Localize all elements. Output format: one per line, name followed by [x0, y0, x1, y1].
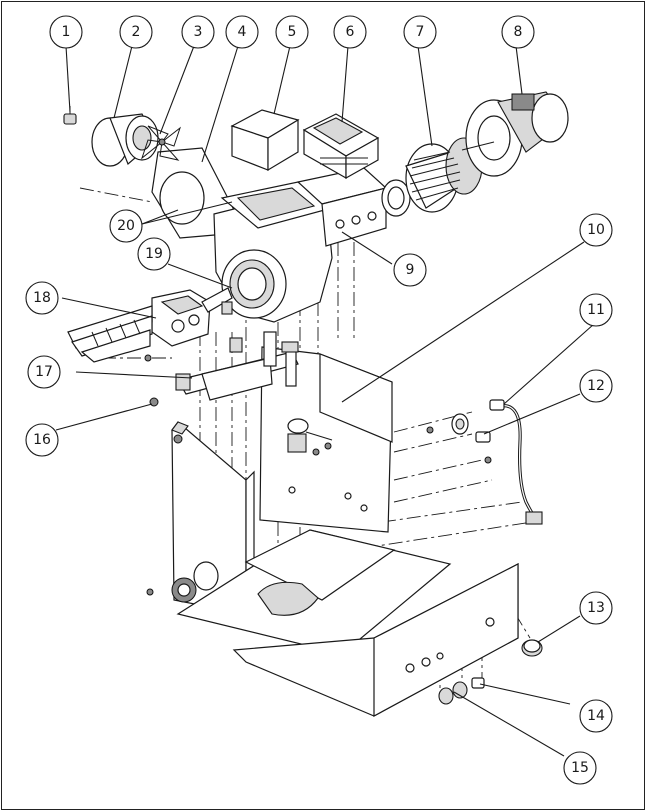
callout-5: 5	[275, 15, 309, 49]
callout-19: 19	[137, 237, 171, 271]
callout-1: 1	[49, 15, 83, 49]
callout-6: 6	[333, 15, 367, 49]
callout-9-label: 9	[406, 262, 415, 278]
callout-4-label: 4	[238, 24, 247, 40]
callout-12: 12	[579, 369, 613, 403]
callout-6-label: 6	[346, 24, 355, 40]
callout-13-label: 13	[587, 600, 605, 616]
callout-11-label: 11	[587, 302, 605, 318]
callout-13: 13	[579, 591, 613, 625]
callout-3: 3	[181, 15, 215, 49]
callout-20: 20	[109, 209, 143, 243]
callout-7: 7	[403, 15, 437, 49]
callout-8-label: 8	[514, 24, 523, 40]
callout-17-label: 17	[35, 364, 53, 380]
callout-17: 17	[27, 355, 61, 389]
callout-2: 2	[119, 15, 153, 49]
callout-19-label: 19	[145, 246, 163, 262]
callout-15-label: 15	[571, 760, 589, 776]
callout-3-label: 3	[194, 24, 203, 40]
callout-20-label: 20	[117, 218, 135, 234]
callout-2-label: 2	[132, 24, 141, 40]
callout-18-label: 18	[33, 290, 51, 306]
manifold-piping	[149, 331, 299, 407]
leader-lines	[55, 45, 595, 757]
connectors-part-12	[426, 413, 492, 464]
callout-7-label: 7	[416, 24, 425, 40]
blower-motor	[461, 91, 569, 177]
callout-14-label: 14	[587, 708, 605, 724]
callout-1-label: 1	[62, 24, 71, 40]
gas-valve-assembly	[67, 287, 233, 363]
callout-18: 18	[25, 281, 59, 315]
air-shutter-assembly	[91, 113, 181, 167]
callout-4: 4	[225, 15, 259, 49]
burner-housing	[151, 109, 411, 323]
wire-harness	[489, 399, 543, 525]
callout-11: 11	[579, 293, 613, 327]
callout-12-label: 12	[587, 378, 605, 394]
callout-16: 16	[25, 423, 59, 457]
flame-sensor	[287, 418, 333, 456]
callout-9: 9	[393, 253, 427, 287]
callout-15: 15	[563, 751, 597, 785]
cabinet-plugs	[438, 639, 543, 705]
callout-8: 8	[501, 15, 535, 49]
base-cabinet	[146, 346, 519, 718]
callout-10: 10	[579, 213, 613, 247]
callout-14: 14	[579, 699, 613, 733]
callout-10-label: 10	[587, 222, 605, 238]
callout-16-label: 16	[33, 432, 51, 448]
callout-5-label: 5	[288, 24, 297, 40]
